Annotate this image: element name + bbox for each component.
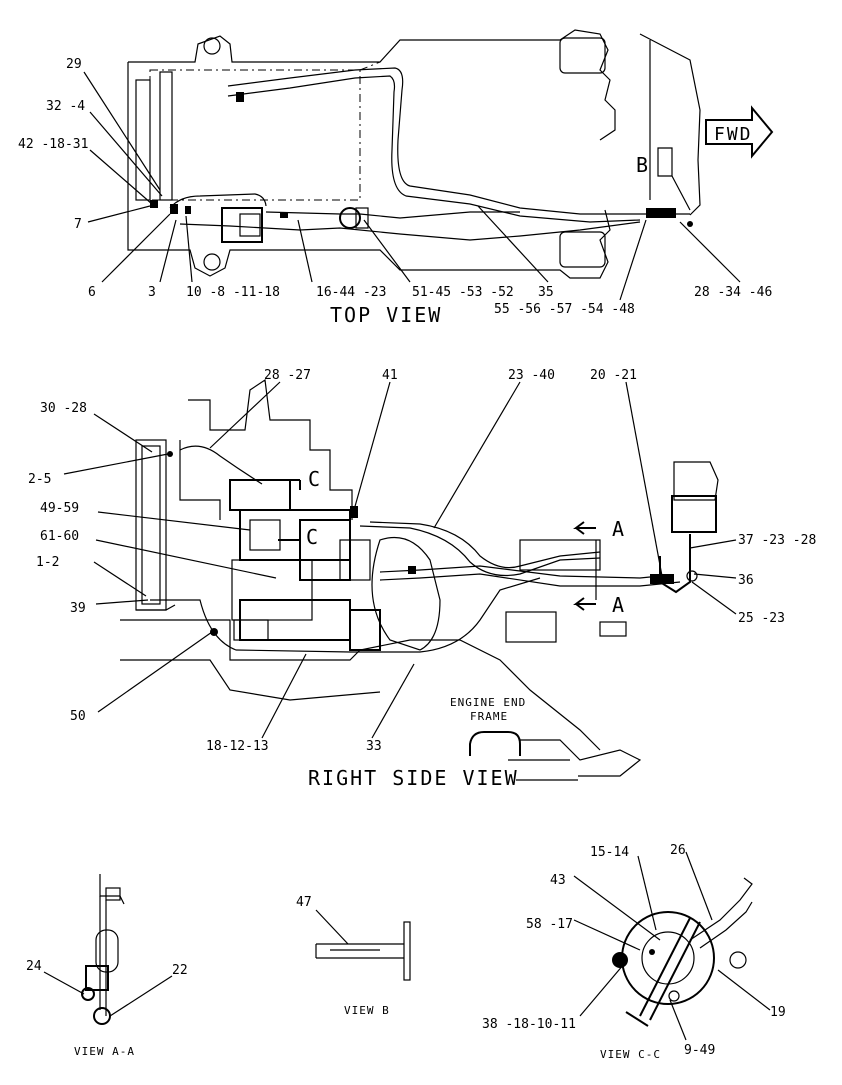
label-22: 22 bbox=[172, 963, 188, 978]
right-side-view-drawing bbox=[120, 378, 719, 777]
view-b-labels: 47 VIEW B bbox=[296, 895, 390, 1017]
label-20-21: 20 -21 bbox=[590, 368, 637, 383]
label-39: 39 bbox=[70, 601, 86, 616]
label-6: 6 bbox=[88, 285, 96, 300]
top-view-drawing bbox=[127, 29, 774, 279]
label-2-5: 2-5 bbox=[28, 472, 51, 487]
label-43: 43 bbox=[550, 873, 566, 888]
view-cc-title: VIEW C-C bbox=[600, 1048, 661, 1061]
fwd-arrow-label: FWD bbox=[714, 124, 753, 145]
view-aa-title: VIEW A-A bbox=[74, 1045, 135, 1058]
label-32-4: 32 -4 bbox=[46, 99, 85, 114]
label-41: 41 bbox=[382, 368, 398, 383]
label-25-23: 25 -23 bbox=[738, 611, 785, 626]
label-30-28: 30 -28 bbox=[40, 401, 87, 416]
engine-end-label: ENGINE END bbox=[450, 696, 526, 709]
label-47: 47 bbox=[296, 895, 312, 910]
top-view-title: TOP VIEW bbox=[330, 303, 442, 327]
label-55-56-57-54-48: 55 -56 -57 -54 -48 bbox=[494, 302, 635, 317]
label-35: 35 bbox=[538, 285, 554, 300]
label-33: 33 bbox=[366, 739, 382, 754]
top-view-leaders bbox=[83, 71, 741, 301]
label-15-14: 15-14 bbox=[590, 845, 629, 860]
label-58-17: 58 -17 bbox=[526, 917, 573, 932]
view-b-marker: B bbox=[636, 153, 650, 177]
label-9-49: 9-49 bbox=[684, 1043, 715, 1058]
right-side-leaders bbox=[63, 381, 737, 739]
label-3: 3 bbox=[148, 285, 156, 300]
view-cc-labels: 15-14 26 43 58 -17 19 38 -18-10-11 9-49 … bbox=[482, 843, 786, 1061]
label-29: 29 bbox=[66, 57, 82, 72]
label-28-27: 28 -27 bbox=[264, 368, 311, 383]
top-view-labels: 29 32 -4 42 -18-31 7 6 3 10 -8 -11-18 16… bbox=[18, 57, 772, 327]
section-marker-c-lower: C bbox=[306, 525, 320, 549]
view-aa-labels: 24 22 VIEW A-A bbox=[26, 959, 188, 1058]
label-23-40: 23 -40 bbox=[508, 368, 555, 383]
label-7: 7 bbox=[74, 217, 82, 232]
section-marker-c-upper: C bbox=[308, 467, 322, 491]
label-51-45-53-52: 51-45 -53 -52 bbox=[412, 285, 514, 300]
label-38-18-10-11: 38 -18-10-11 bbox=[482, 1017, 576, 1032]
view-aa-drawing bbox=[43, 874, 173, 1025]
label-50: 50 bbox=[70, 709, 86, 724]
label-24: 24 bbox=[26, 959, 42, 974]
label-19: 19 bbox=[770, 1005, 786, 1020]
right-side-labels: 28 -27 41 23 -40 20 -21 30 -28 2-5 49-59… bbox=[28, 368, 816, 790]
label-26: 26 bbox=[670, 843, 686, 858]
label-61-60: 61-60 bbox=[40, 529, 79, 544]
right-side-view-title: RIGHT SIDE VIEW bbox=[308, 766, 519, 790]
section-marker-a-lower: A bbox=[612, 593, 626, 617]
view-b-drawing bbox=[315, 909, 411, 981]
section-marker-a-upper: A bbox=[612, 517, 626, 541]
view-cc-drawing bbox=[573, 851, 771, 1041]
label-37-23-28: 37 -23 -28 bbox=[738, 533, 816, 548]
label-1-2: 1-2 bbox=[36, 555, 59, 570]
label-49-59: 49-59 bbox=[40, 501, 79, 516]
label-16-44-23: 16-44 -23 bbox=[316, 285, 386, 300]
label-28-34-46: 28 -34 -46 bbox=[694, 285, 772, 300]
view-b-title: VIEW B bbox=[344, 1004, 390, 1017]
label-36: 36 bbox=[738, 573, 754, 588]
label-10-8-11-18: 10 -8 -11-18 bbox=[186, 285, 280, 300]
label-18-12-13: 18-12-13 bbox=[206, 739, 269, 754]
frame-label: FRAME bbox=[470, 710, 508, 723]
label-42-18-31: 42 -18-31 bbox=[18, 137, 88, 152]
